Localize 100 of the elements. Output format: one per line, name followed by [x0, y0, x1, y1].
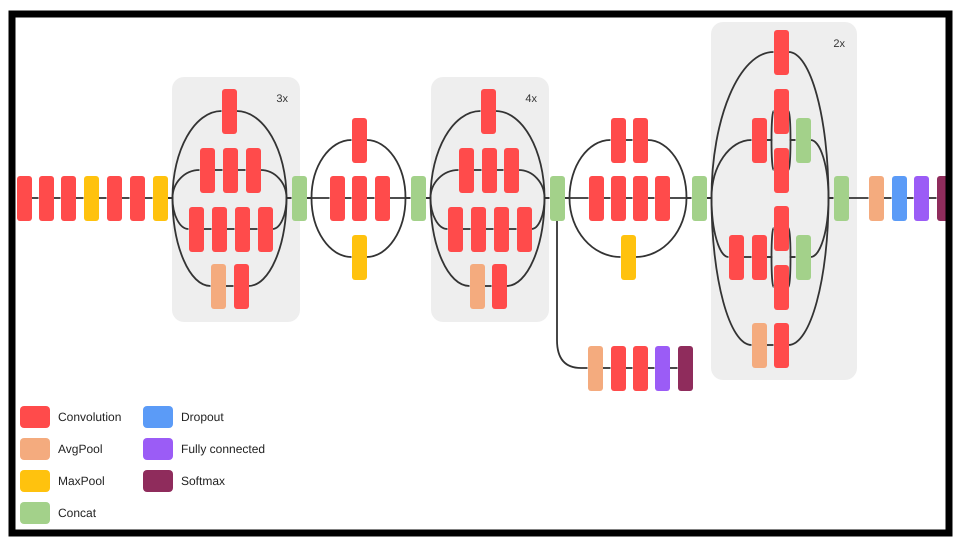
connector-line [906, 197, 914, 199]
layer-block [620, 234, 636, 280]
connector-line [766, 139, 774, 170]
layer-block [516, 206, 532, 252]
layer-block [330, 176, 344, 220]
legend-label: AvgPool [58, 441, 102, 457]
layer-block [448, 206, 462, 252]
connector-line [766, 256, 774, 288]
connector-line [54, 197, 60, 199]
legend-label: MaxPool [58, 473, 105, 489]
module-panel [172, 77, 300, 322]
connector-line [788, 139, 796, 170]
connector-line [144, 197, 152, 199]
layer-block [752, 234, 766, 280]
layer-block [470, 264, 484, 308]
layer-block [504, 148, 518, 192]
layer-block [374, 176, 390, 220]
legend-label: Dropout [181, 409, 224, 425]
connector-line [484, 285, 492, 287]
connector-line [32, 197, 38, 199]
connector-line [928, 197, 936, 199]
layer-block [610, 176, 626, 220]
layer-block [834, 176, 848, 220]
layer-block [352, 118, 366, 162]
layer-block [352, 234, 366, 280]
legend-label: Concat [58, 505, 96, 521]
layer-block [222, 88, 236, 134]
layer-block [258, 206, 272, 252]
connector-line [226, 228, 234, 230]
layer-block [774, 30, 788, 74]
repeat-count: 3x [276, 93, 288, 105]
connector-line [848, 197, 868, 199]
legend-label: Softmax [181, 473, 226, 489]
layer-block [494, 206, 508, 252]
repeat-count: 4x [525, 93, 537, 105]
layer-block [410, 176, 426, 220]
layer-block [588, 346, 602, 390]
layer-block [654, 346, 670, 390]
layer-block [796, 118, 810, 162]
layer-block [106, 176, 122, 220]
connector-line [635, 197, 692, 258]
connector-line [366, 197, 410, 258]
layer-block [752, 118, 766, 162]
connector-line [238, 169, 246, 171]
connector-line [648, 367, 654, 369]
layer-block [588, 176, 604, 220]
module-panel [431, 77, 549, 322]
layer-block [774, 206, 788, 250]
connector-line [564, 197, 621, 258]
connector-line [508, 228, 516, 230]
layer-block [480, 88, 496, 134]
connector-line [344, 197, 352, 199]
connector-line [788, 197, 834, 346]
layer-block [352, 176, 366, 220]
layer-block [752, 322, 766, 368]
connector-line [670, 367, 678, 369]
layer-block [152, 176, 168, 220]
layer-block [492, 264, 506, 308]
layer-block [610, 346, 626, 390]
layer-block [774, 148, 788, 192]
layer-block [188, 206, 204, 252]
connector-line [556, 220, 588, 369]
layer-block [130, 176, 144, 220]
layer-block [632, 176, 648, 220]
layer-block [222, 148, 238, 192]
layer-block [16, 176, 32, 220]
layer-block [728, 234, 744, 280]
module-panel [711, 22, 857, 380]
layer-block [610, 118, 626, 162]
connector-line [214, 169, 222, 171]
layer-block [234, 264, 248, 308]
connector-line [626, 197, 632, 199]
connector-line [122, 197, 130, 199]
layer-block [84, 176, 98, 220]
layer-block [60, 176, 76, 220]
layer-block [774, 88, 788, 134]
layer-block [868, 176, 884, 220]
connector-line [788, 256, 796, 288]
connector-line [462, 228, 470, 230]
layer-block [210, 264, 226, 308]
legend-label: Fully connected [181, 441, 266, 457]
layer-block [292, 176, 306, 220]
connector-line [496, 169, 504, 171]
connector-line [98, 197, 106, 199]
layer-block [892, 176, 906, 220]
connector-line [626, 139, 632, 141]
connector-line [486, 228, 494, 230]
layer-block [550, 176, 564, 220]
connector-line [602, 367, 610, 369]
layer-block [678, 346, 692, 390]
layer-block [914, 176, 928, 220]
connector-line [76, 197, 84, 199]
layer-block [246, 148, 260, 192]
layer-block [632, 346, 648, 390]
connector-line [648, 197, 654, 199]
layer-block [632, 118, 648, 162]
layer-block [774, 322, 788, 368]
connector-line [766, 344, 774, 346]
connector-line [626, 367, 632, 369]
layer-block [234, 206, 250, 252]
